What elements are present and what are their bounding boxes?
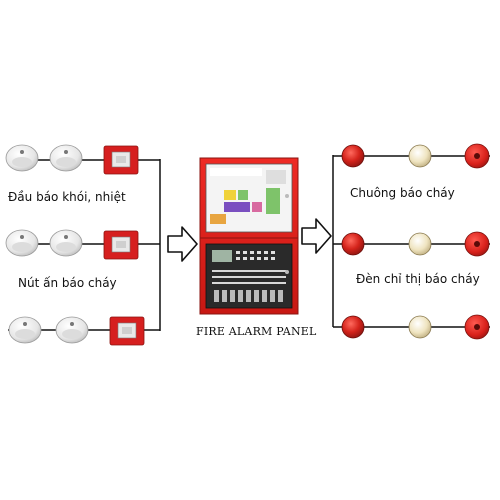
smoke-detector-icon [5,144,39,172]
output-row-3 [333,314,490,340]
strobe-light-icon [341,315,365,339]
label-strobe-lights: Đèn chỉ thị báo cháy [356,272,480,286]
label-alarm-bells: Chuông báo cháy [350,186,455,200]
smoke-detector-icon [5,229,39,257]
label-fire-alarm-panel: FIRE ALARM PANEL [196,325,317,338]
arrow-right-icon [167,226,198,262]
strobe-light-icon [408,232,432,256]
label-smoke-heat-detectors: Đầu báo khói, nhiệt [8,190,126,204]
smoke-detector-icon [8,316,42,344]
output-row-2 [333,231,490,257]
output-row-1 [333,143,490,169]
heat-detector-icon [49,144,83,172]
heat-detector-icon [55,316,89,344]
manual-call-point-icon [103,145,139,175]
manual-call-point-icon [103,230,139,260]
alarm-bell-icon [464,143,490,169]
input-row-2 [5,229,160,260]
manual-call-point-icon [109,316,145,346]
heat-detector-icon [49,229,83,257]
strobe-light-icon [408,315,432,339]
alarm-bell-icon [464,314,490,340]
alarm-bell-icon [464,231,490,257]
strobe-light-icon [341,144,365,168]
arrow-right-icon [301,218,332,254]
strobe-light-icon [341,232,365,256]
label-manual-call-points: Nút ấn báo cháy [18,276,117,290]
input-row-3 [8,316,160,346]
input-row-1 [5,144,160,175]
strobe-light-icon [408,144,432,168]
fire-alarm-panel-icon [199,157,299,315]
